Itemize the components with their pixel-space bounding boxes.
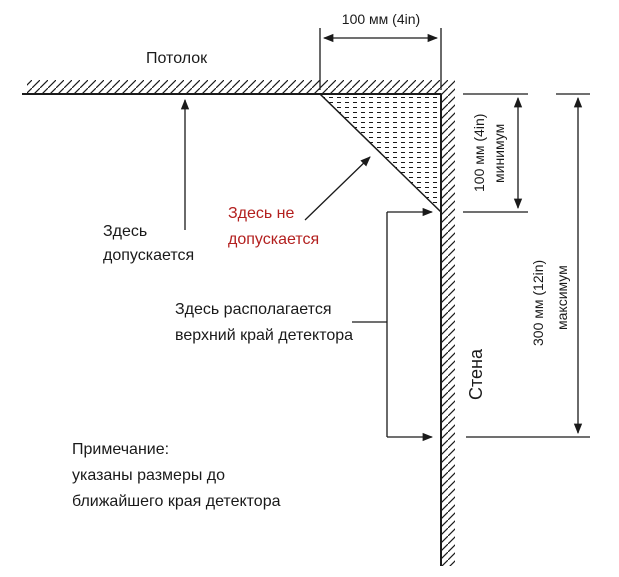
max-distance-caption: максимум: [554, 265, 570, 330]
note: Примечание: указаны размеры до ближайшег…: [72, 441, 281, 510]
wall-label: Стена: [466, 348, 486, 400]
max-distance-dimension: 300 мм (12in) максимум: [466, 93, 590, 438]
min-distance-dimension: 100 мм (4in) минимум: [463, 93, 528, 213]
ceiling-label: Потолок: [146, 50, 208, 67]
ceiling: [22, 80, 441, 95]
min-distance-caption: минимум: [491, 124, 507, 183]
min-distance-value: 100 мм (4in): [471, 114, 487, 192]
no-placement-zone: [318, 93, 442, 214]
corner-not-allowed-text-1: Здесь не: [228, 205, 295, 222]
ceiling-offset-label: 100 мм (4in): [342, 11, 420, 27]
corner-not-allowed-arrow: [304, 156, 371, 221]
max-distance-value: 300 мм (12in): [530, 260, 546, 346]
note-title: Примечание:: [72, 441, 169, 458]
detector-range-bracket: Здесь располагается верхний край детекто…: [175, 207, 434, 442]
corner-not-allowed-text-2: допускается: [228, 231, 319, 248]
wall-hatching: [441, 80, 455, 566]
wall: [440, 80, 455, 566]
ceiling-hatching: [27, 80, 441, 94]
detector-text-2: верхний край детектора: [175, 327, 353, 344]
ceiling-offset-dimension: 100 мм (4in): [319, 11, 442, 90]
note-text-2: ближайшего края детектора: [72, 493, 281, 510]
ceiling-allowed-text-1: Здесь: [103, 223, 147, 240]
detector-text-1: Здесь располагается: [175, 301, 331, 318]
corner-not-allowed-callout: Здесь не допускается: [228, 156, 371, 248]
ceiling-allowed-callout: Здесь допускается: [103, 98, 194, 264]
ceiling-allowed-text-2: допускается: [103, 247, 194, 264]
note-text-1: указаны размеры до: [72, 467, 225, 484]
